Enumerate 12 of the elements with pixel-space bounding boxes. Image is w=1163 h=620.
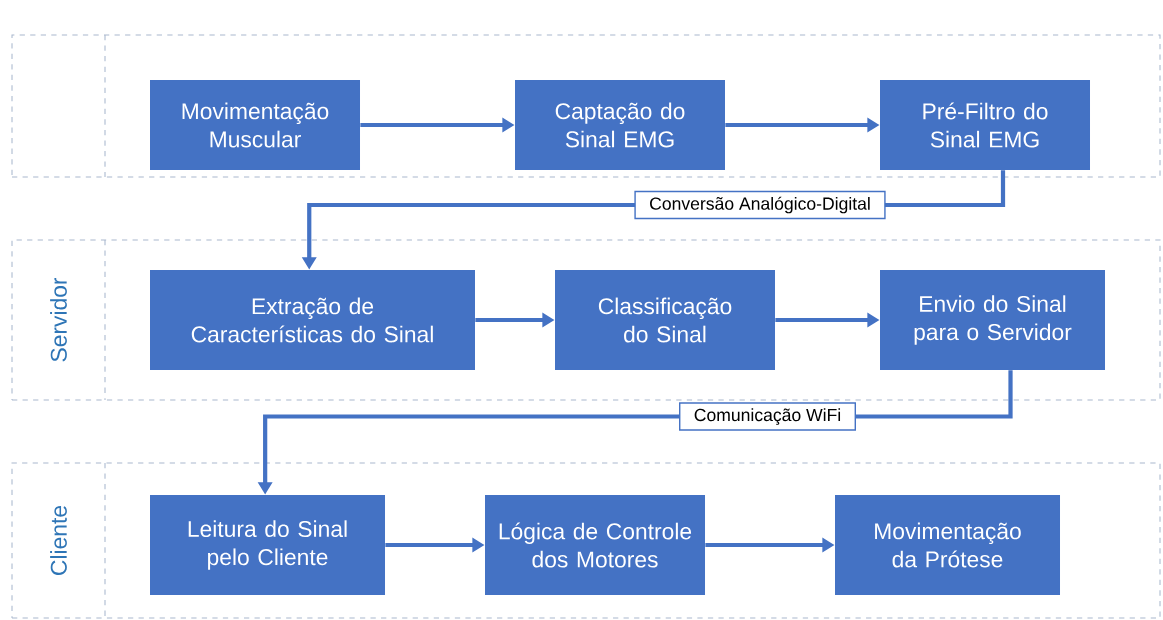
- process-box: Pré-Filtro do Sinal EMG: [880, 80, 1090, 170]
- edge-label: Conversão Analógico-Digital: [634, 190, 886, 220]
- swimlane: [11, 34, 1161, 178]
- process-box: Lógica de Controle dos Motores: [485, 495, 705, 595]
- process-box: Extração de Características do Sinal: [150, 270, 475, 370]
- process-box: Movimentação da Prótese: [835, 495, 1060, 595]
- edge-label: Comunicação WiFi: [679, 402, 856, 431]
- process-box: Movimentação Muscular: [150, 80, 360, 170]
- process-box: Classificação do Sinal: [555, 270, 775, 370]
- process-box: Captação do Sinal EMG: [515, 80, 725, 170]
- process-box: Leitura do Sinal pelo Cliente: [150, 495, 385, 595]
- process-box: Envio do Sinal para o Servidor: [880, 270, 1105, 370]
